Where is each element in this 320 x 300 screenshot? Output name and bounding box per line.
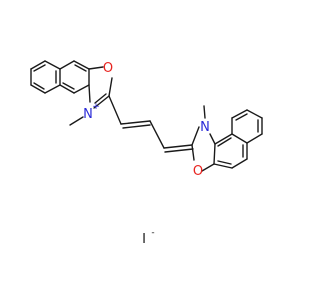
iodide-charge-label: - [151, 228, 154, 238]
bond [62, 82, 75, 90]
iodide-label: I [142, 232, 146, 247]
bond [73, 60, 90, 70]
bond [209, 133, 216, 145]
bond [108, 95, 122, 125]
bond [30, 84, 46, 94]
bond [201, 163, 215, 172]
bond [163, 144, 193, 149]
bond [93, 95, 110, 109]
bond [231, 109, 248, 119]
atom-labels: O N + O N I - [83, 61, 210, 247]
bond [94, 93, 107, 104]
bond [59, 84, 75, 94]
bond [33, 82, 45, 90]
bond [203, 105, 206, 119]
nitrogen-atom-label: N [83, 107, 93, 122]
bond [164, 148, 194, 153]
bond [217, 137, 232, 147]
bond [191, 144, 195, 161]
bond [217, 160, 232, 165]
bond [213, 163, 233, 169]
bond [246, 133, 263, 144]
bond [213, 143, 216, 165]
nitrogen-charge-label: + [92, 102, 100, 112]
bond [69, 116, 84, 126]
bond [73, 84, 90, 94]
nitrogen-atom-label: N [200, 120, 210, 135]
bond [74, 64, 87, 72]
bond [88, 84, 91, 103]
bond [108, 77, 113, 97]
bond [246, 109, 263, 119]
bond [122, 124, 151, 129]
bond [59, 60, 75, 70]
bond [44, 60, 61, 70]
bond [214, 133, 233, 145]
bond [88, 66, 104, 70]
bond [231, 133, 248, 144]
bond [30, 60, 46, 70]
oxygen-atom-label: O [193, 164, 203, 179]
bond [235, 113, 248, 121]
bond [44, 84, 61, 94]
bond [191, 126, 200, 146]
bond [33, 64, 46, 72]
oxygen-atom-label: O [103, 61, 113, 76]
bond [149, 120, 165, 149]
bond [231, 158, 248, 169]
bonds [30, 60, 263, 172]
bond [120, 120, 151, 125]
structure-diagram: O N + O N I - [30, 60, 263, 247]
